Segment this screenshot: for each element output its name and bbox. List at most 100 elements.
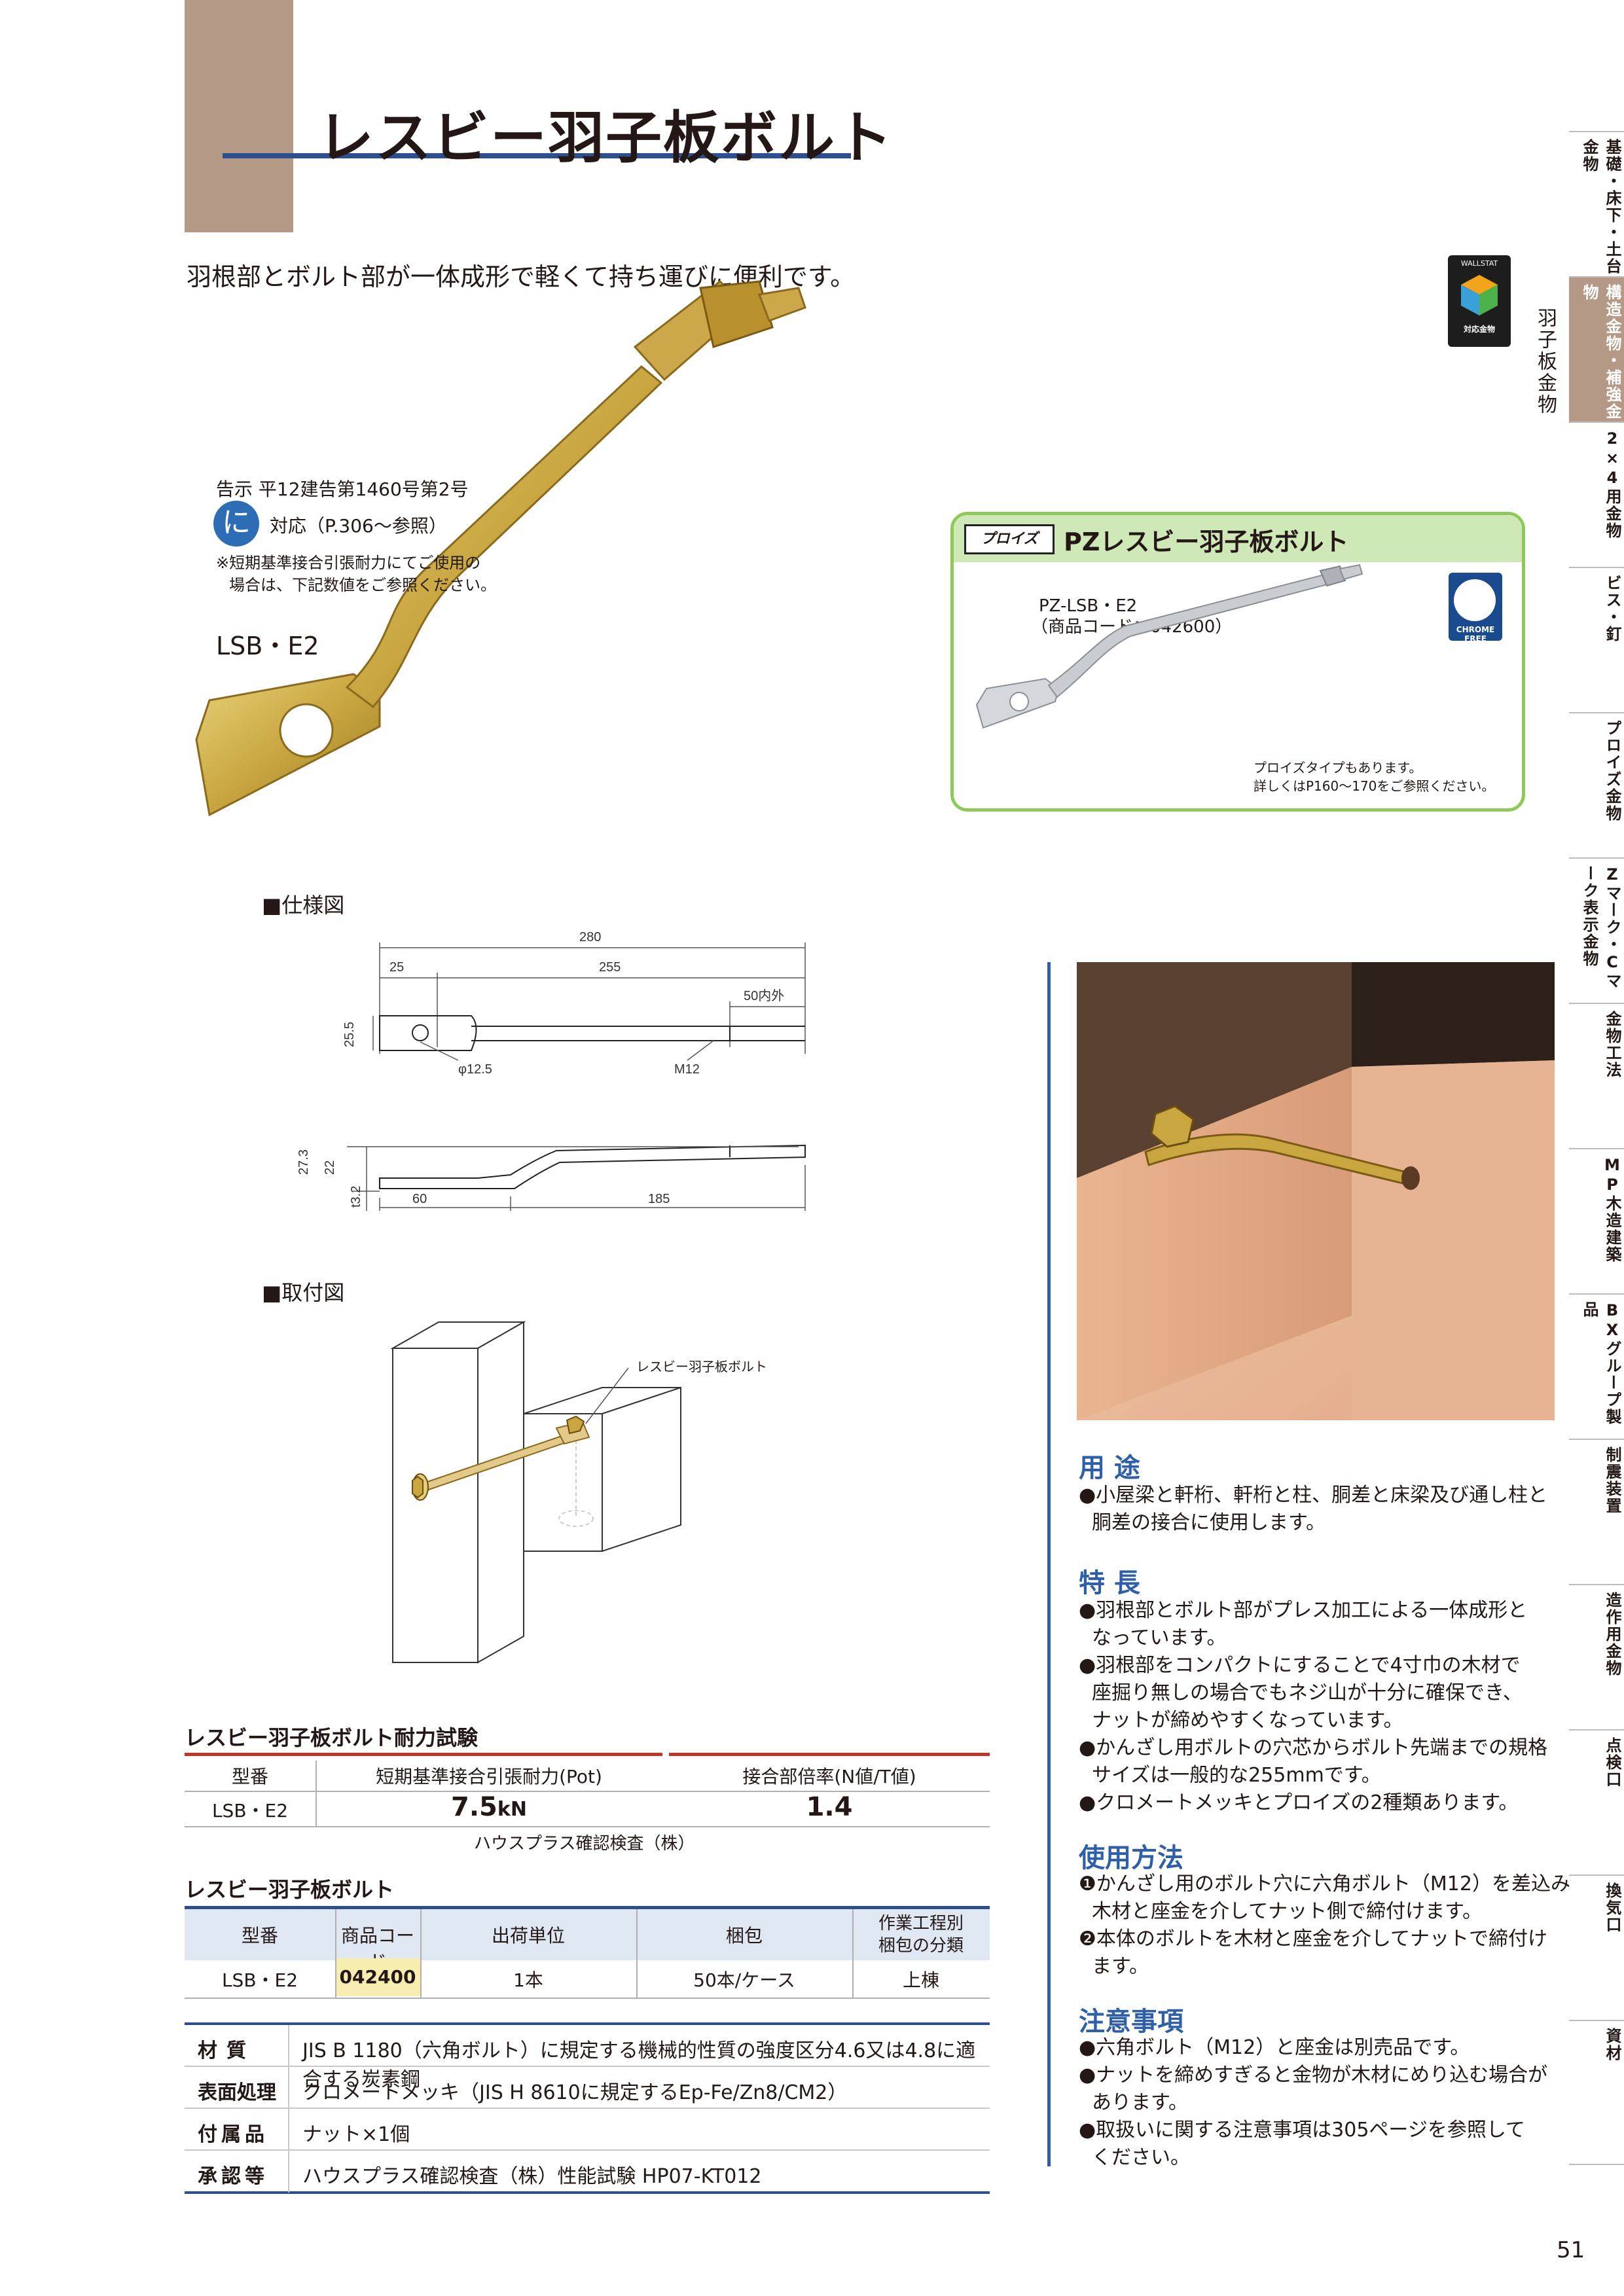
mat-value: ハウスプラス確認検査（株）性能試験 HP07-KT012: [302, 2165, 762, 2188]
features-heading: 特 長: [1079, 1568, 1140, 1598]
prod-h-unit: 出荷単位: [491, 1925, 565, 1946]
notice-line1: 告示 平12建告第1460号第2号: [216, 478, 469, 500]
dim-m12: M12: [674, 1062, 700, 1077]
prod-code-highlight: [336, 1958, 420, 1996]
mat-row-3: 承認等 ハウスプラス確認検査（株）性能試験 HP07-KT012: [185, 2151, 990, 2194]
pz-product-box: プロイズ PZレスビー羽子板ボルト PZ-LSB・E2 （商品コード：04260…: [950, 512, 1525, 812]
mat-row-0: 材質 JIS B 1180（六角ボルト）に規定する機械的性質の強度区分4.6又は…: [185, 2025, 990, 2091]
dim-25: 25: [389, 960, 404, 975]
caution-line-5: ください。: [1092, 2146, 1190, 2169]
side-tab-damper[interactable]: 制震装置: [1569, 1439, 1624, 1584]
feat-line-6: ●かんざし用ボルトの穴芯からボルト先端までの規格: [1079, 1736, 1548, 1759]
side-tab-inspection[interactable]: 点検口: [1569, 1729, 1624, 1874]
side-tab-screws[interactable]: ビス・釘: [1569, 567, 1624, 712]
caution-line-1: ●六角ボルト（M12）と座金は別売品です。: [1079, 2036, 1470, 2059]
category-vertical-label: 羽子板金物: [1534, 308, 1557, 416]
prod-vline-2: [420, 1909, 422, 1998]
feat-line-5: ナットが締めやすくなっています。: [1092, 1709, 1403, 1732]
test-table-vline: [316, 1761, 317, 1826]
prod-vline-4: [852, 1909, 854, 1998]
feat-line-3: ●羽根部をコンパクトにすることで4寸巾の木材で: [1079, 1654, 1521, 1677]
dim-phi: φ12.5: [458, 1062, 492, 1077]
page-number: 51: [1557, 2237, 1585, 2263]
how-line-4: ます。: [1092, 1955, 1149, 1978]
test-table-title: レスビー羽子板ボルト耐力試験: [185, 1725, 478, 1750]
mat-row-2: 付属品 ナット×1個: [185, 2109, 990, 2151]
test-table-rule-left: [185, 1753, 662, 1756]
prod-pack: 50本/ケース: [693, 1969, 795, 1991]
notice-note1: ※短期基準接合引張耐力にてご使用の: [216, 554, 481, 572]
dim-60: 60: [412, 1192, 427, 1206]
test-table-rule-right: [669, 1753, 990, 1756]
mount-callout: レスビー羽子板ボルト: [636, 1359, 767, 1374]
test-table-divider: [185, 1791, 990, 1792]
test-col-model: 型番: [231, 1766, 268, 1787]
test-col-pot: 短期基準接合引張耐力(Pot): [376, 1766, 602, 1787]
side-tab-proiz[interactable]: プロイズ金物: [1569, 712, 1624, 857]
prod-h-class2: 梱包の分類: [878, 1936, 964, 1956]
dim-t3-2: t3.2: [349, 1186, 363, 1208]
prod-vline-3: [636, 1909, 638, 1998]
dim-50: 50内外: [744, 988, 784, 1003]
mat-row-1: 表面処理 クロメートメッキ（JIS H 8610に規定するEp-Fe/Zn8/C…: [185, 2067, 990, 2109]
side-tab-method[interactable]: 金物工法: [1569, 1003, 1624, 1148]
prod-class: 上棟: [902, 1969, 939, 1991]
prod-vline-1: [335, 1909, 336, 1998]
chrome-globe-icon: [1454, 579, 1496, 621]
spec-heading: ■仕様図: [262, 893, 345, 918]
pz-bolt-illustration: [975, 564, 1363, 729]
pz-note2: 詳しくはP160～170をご参照ください。: [1254, 778, 1495, 794]
feat-line-8: ●クロメートメッキとプロイズの2種類あります。: [1079, 1791, 1519, 1814]
mat-label: 表面処理: [198, 2081, 276, 2104]
mat-value: クロメートメッキ（JIS H 8610に規定するEp-Fe/Zn8/CM2）: [302, 2081, 848, 2104]
pz-box-header: プロイズ PZレスビー羽子板ボルト: [954, 515, 1522, 562]
side-tab-materials[interactable]: 資材: [1569, 2020, 1624, 2165]
chrome-free-badge: CHROME FREE: [1449, 573, 1502, 643]
side-tab-vent[interactable]: 換気口: [1569, 1874, 1624, 2020]
how-line-3: ❷本体のボルトを木材と座金を介してナットで締付け: [1079, 1928, 1547, 1950]
mat-label: 付属品: [198, 2123, 268, 2146]
page-title: レスビー羽子板ボルト: [317, 105, 893, 171]
caution-line-2: ●ナットを締めすぎると金物が木材にめり込む場合が: [1079, 2064, 1548, 2087]
feat-line-2: なっています。: [1092, 1626, 1227, 1649]
side-tab-mp[interactable]: MP木造建築: [1569, 1148, 1624, 1293]
how-line-1: ❶かんざし用のボルト穴に六角ボルト（M12）を差込み: [1079, 1873, 1570, 1895]
prod-unit: 1本: [513, 1969, 543, 1991]
product-table-header: [185, 1906, 990, 1960]
test-table-bottom: [185, 1826, 990, 1827]
prod-h-class1: 作業工程別: [878, 1914, 964, 1933]
prod-table-bottom: [185, 1998, 990, 1999]
notice-note2: 場合は、下記数値をご参照ください。: [229, 576, 496, 594]
side-tab-zc-mark[interactable]: Zマーク・Cマーク表示金物: [1569, 857, 1624, 1003]
header-rule: [223, 153, 851, 158]
feat-line-7: サイズは一般的な255mmです。: [1092, 1764, 1381, 1787]
mount-heading: ■取付図: [262, 1280, 345, 1305]
ni-text: 対応（P.306～参照）: [270, 515, 447, 537]
right-column-rule: [1047, 962, 1051, 2166]
cube-icon: [1461, 275, 1498, 315]
mat-vline: [288, 2025, 289, 2193]
spec-drawing: 280 25 255 50内外 25.5 φ12.5 M12 27.3 22 t…: [297, 930, 806, 1211]
feat-line-1: ●羽根部とボルト部がプレス加工による一体成形と: [1079, 1599, 1528, 1622]
side-tab-2x4[interactable]: 2×4用金物: [1569, 422, 1624, 567]
proiz-logo: プロイズ: [964, 524, 1055, 554]
side-tab-fixture[interactable]: 造作用金物: [1569, 1584, 1624, 1729]
dim-255: 255: [599, 960, 621, 975]
dim-27-3: 27.3: [297, 1149, 311, 1175]
caution-line-4: ●取扱いに関する注意事項は305ページを参照して: [1079, 2119, 1525, 2142]
chrome-free-label: CHROME FREE: [1456, 625, 1495, 643]
side-tab-foundation[interactable]: 基礎・床下・土台金物: [1569, 131, 1624, 276]
product-table-title: レスビー羽子板ボルト: [185, 1877, 395, 1902]
side-tab-bx[interactable]: BXグループ製品: [1569, 1293, 1624, 1439]
badge-bottom-text: 対応金物: [1463, 325, 1495, 334]
prod-code: 042400: [339, 1966, 416, 1988]
use-line-1: ●小屋梁と軒桁、軒桁と柱、胴差と床梁及び通し柱と: [1079, 1484, 1548, 1507]
model-label: LSB・E2: [216, 632, 319, 660]
prod-h-model: 型番: [241, 1925, 278, 1946]
side-tab-structural[interactable]: 構造金物・補強金物: [1569, 276, 1624, 422]
header-color-block: [185, 0, 293, 232]
dim-280: 280: [579, 930, 601, 944]
dim-185: 185: [648, 1192, 670, 1206]
how-line-2: 木材と座金を介してナット側で締付けます。: [1092, 1900, 1483, 1923]
test-model: LSB・E2: [211, 1800, 289, 1821]
